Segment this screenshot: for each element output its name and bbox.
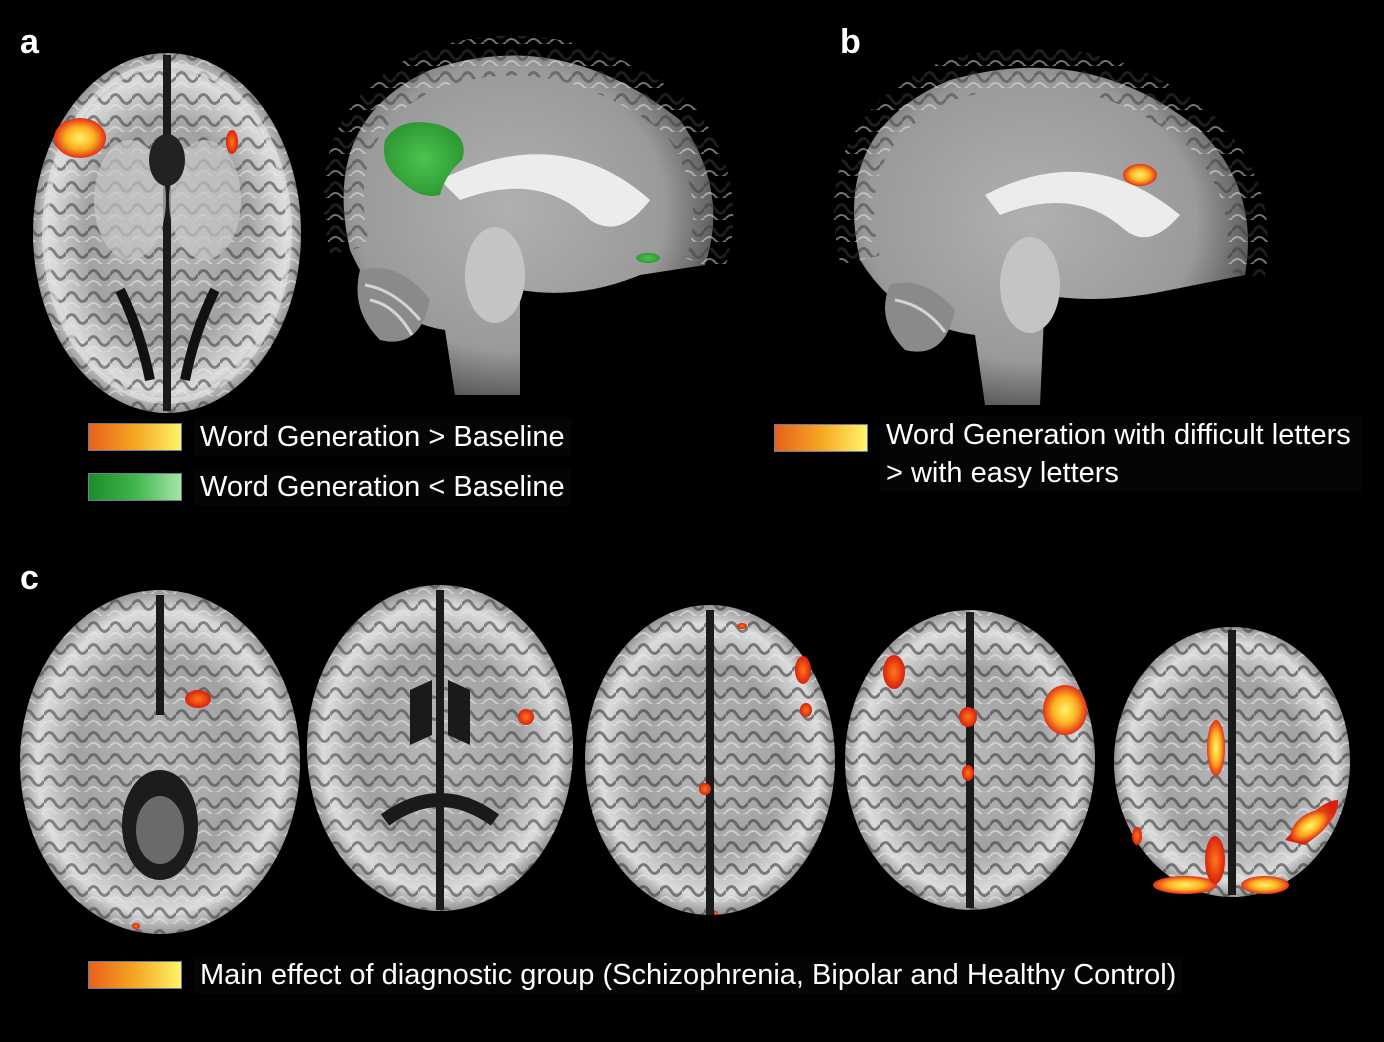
panel-b-sagittal-brain: [834, 47, 1268, 405]
panel-c-slice-2: [307, 585, 573, 911]
legend-c-item-1: Main effect of diagnostic group (Schizop…: [88, 956, 1183, 994]
panel-a-activation-blobs: [54, 118, 238, 158]
legend-b-item-1: Word Generation with difficult letters >…: [774, 416, 1362, 506]
panel-a-axial-brain: [33, 53, 301, 413]
legend-a-label-1: Word Generation > Baseline: [194, 418, 571, 456]
panel-a-deactivation-blobs: [384, 122, 660, 263]
legend-b-label-1: Word Generation with difficult letters >…: [880, 416, 1362, 492]
legend-a-item-1: Word Generation > Baseline: [88, 418, 571, 456]
panel-a-sagittal-brain: [323, 35, 734, 396]
panel-label-b: b: [836, 20, 917, 64]
legend-a-item-2: Word Generation < Baseline: [88, 468, 571, 506]
panel-c-slice-3: [585, 605, 835, 915]
legend-a-swatch-1: [88, 423, 182, 451]
legend-b-swatch-1: [774, 424, 868, 452]
panel-c-slice-5: [1114, 627, 1350, 897]
legend-c-swatch-1: [88, 961, 182, 989]
panel-b-activation-blob: [1123, 164, 1157, 186]
legend-c-label-1: Main effect of diagnostic group (Schizop…: [194, 956, 1183, 994]
legend-a-swatch-2: [88, 473, 182, 501]
panel-label-c: c: [16, 556, 53, 600]
panel-label-a: a: [16, 20, 53, 64]
panel-c-slice-4: [845, 610, 1095, 910]
legend-a-label-2: Word Generation < Baseline: [194, 468, 571, 506]
panel-c-slice-1: [20, 590, 300, 934]
